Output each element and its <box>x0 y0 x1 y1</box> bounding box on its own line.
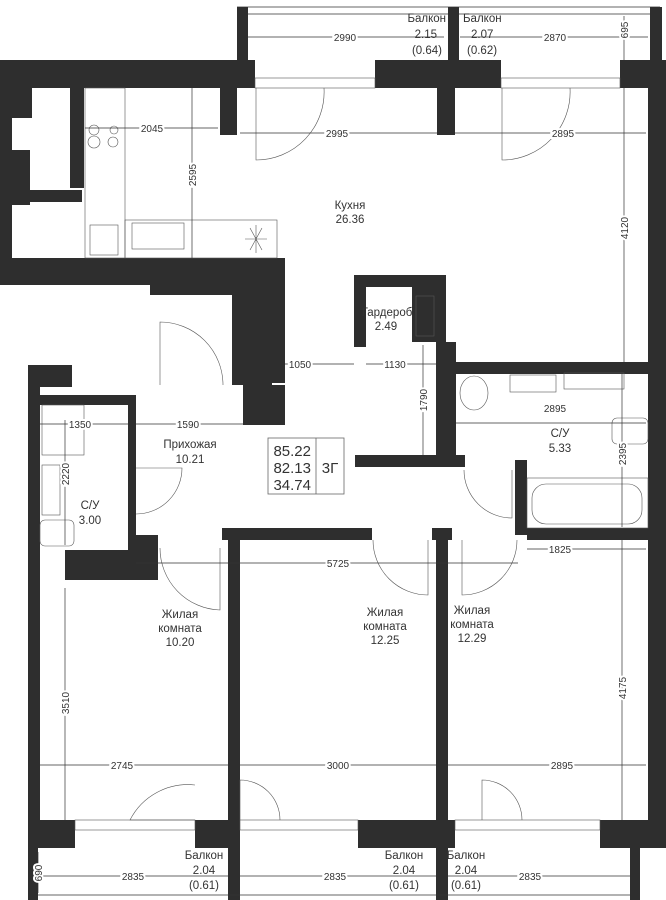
room-area: 12.29 <box>458 633 487 645</box>
room-bathroom-small: С/У 3.00 <box>79 500 101 527</box>
dimension-lines <box>37 16 648 893</box>
dim-label: 2895 <box>544 404 567 415</box>
balcony-bottom-right: Балкон 2.04 (0.61) <box>447 850 486 892</box>
dim-label: 2870 <box>544 33 567 44</box>
dimension-labels: 2990 2870 695 2045 2995 2895 2595 4120 1… <box>32 19 633 885</box>
room-area: 26.36 <box>336 214 365 226</box>
room-bedroom-2: Жилая комната 12.25 <box>363 607 407 647</box>
room-name: Жилая <box>454 605 490 617</box>
living-area: 34.74 <box>273 477 311 494</box>
balcony-reduced-area: (0.61) <box>389 880 419 892</box>
dim-label: 4175 <box>618 676 629 699</box>
balcony-name: Балкон <box>407 13 446 25</box>
dim-label: 2995 <box>326 129 349 140</box>
room-wardrobe: Гардероб 2.49 <box>362 307 413 333</box>
windows <box>74 77 621 831</box>
dim-label: 1590 <box>177 420 200 431</box>
room-hallway: Прихожая 10.21 <box>163 439 216 466</box>
dim-label: 1790 <box>419 388 430 411</box>
balcony-reduced-area: (0.61) <box>451 880 481 892</box>
dim-label: 1825 <box>549 545 572 556</box>
dim-label: 2895 <box>551 761 574 772</box>
fixtures <box>39 87 649 547</box>
dim-label: 1050 <box>289 360 312 371</box>
room-kitchen: Кухня 26.36 <box>335 200 366 226</box>
room-name: комната <box>158 623 202 635</box>
balcony-reduced-area: (0.64) <box>412 45 442 57</box>
balcony-area: 2.04 <box>455 865 478 877</box>
balcony-name: Балкон <box>463 13 502 25</box>
balcony-area: 2.04 <box>393 865 416 877</box>
apartment-type: 3Г <box>322 460 338 477</box>
dim-label: 2395 <box>618 442 629 465</box>
dim-label: 2895 <box>552 129 575 140</box>
area-summary-box: 85.22 82.13 34.74 3Г <box>267 437 345 495</box>
room-area: 3.00 <box>79 515 101 527</box>
dim-label: 695 <box>620 21 631 38</box>
balcony-bottom-left: Балкон 2.04 (0.61) <box>185 850 224 892</box>
total-area: 85.22 <box>273 443 311 460</box>
balcony-area: 2.15 <box>415 29 437 41</box>
room-name: комната <box>450 619 494 631</box>
dim-label: 2220 <box>61 462 72 485</box>
balcony-name: Балкон <box>447 850 486 862</box>
dim-label: 3000 <box>327 761 350 772</box>
room-name: Гардероб <box>362 307 413 319</box>
room-area: 5.33 <box>549 443 571 455</box>
balcony-labels: Балкон 2.15 (0.64) Балкон 2.07 (0.62) Ба… <box>185 13 502 892</box>
room-area: 12.25 <box>371 635 400 647</box>
dim-label: 2835 <box>122 872 145 883</box>
balcony-reduced-area: (0.61) <box>189 880 219 892</box>
room-name: С/У <box>81 500 101 512</box>
balcony-top-right: Балкон 2.07 (0.62) <box>463 13 502 57</box>
balcony-name: Балкон <box>385 850 424 862</box>
dim-label: 2595 <box>188 163 199 186</box>
room-name: комната <box>363 621 407 633</box>
dim-label: 5725 <box>327 559 350 570</box>
walls <box>0 60 666 848</box>
bottom-balconies-frame <box>28 848 640 900</box>
dim-label: 2835 <box>324 872 347 883</box>
dim-label: 4120 <box>620 216 631 239</box>
dim-label: 3510 <box>61 691 72 714</box>
dim-label: 2835 <box>519 872 542 883</box>
balcony-name: Балкон <box>185 850 224 862</box>
room-bathroom-large: С/У 5.33 <box>549 428 571 455</box>
room-area: 10.21 <box>176 454 205 466</box>
room-area: 10.20 <box>166 637 195 649</box>
balcony-area: 2.07 <box>471 29 493 41</box>
room-bedroom-1: Жилая комната 10.20 <box>158 609 202 649</box>
doors <box>129 87 571 821</box>
room-name: Жилая <box>367 607 403 619</box>
room-labels: Кухня 26.36 Гардероб 2.49 Прихожая 10.21… <box>79 200 571 649</box>
dim-label: 2745 <box>111 761 134 772</box>
room-name: С/У <box>551 428 571 440</box>
room-name: Прихожая <box>163 439 216 451</box>
room-name: Жилая <box>162 609 198 621</box>
dim-label: 690 <box>34 864 45 881</box>
balcony-area: 2.04 <box>193 865 216 877</box>
dim-label: 1130 <box>384 360 406 371</box>
dim-label: 2045 <box>141 124 164 135</box>
room-bedroom-3: Жилая комната 12.29 <box>450 605 494 645</box>
balcony-top-left: Балкон 2.15 (0.64) <box>407 13 446 57</box>
dim-label: 2990 <box>334 33 357 44</box>
area-without-balconies: 82.13 <box>273 460 311 477</box>
balcony-reduced-area: (0.62) <box>467 45 497 57</box>
room-area: 2.49 <box>375 321 397 333</box>
top-balconies-frame <box>237 6 662 60</box>
dim-label: 1350 <box>69 420 92 431</box>
balcony-bottom-middle: Балкон 2.04 (0.61) <box>385 850 424 892</box>
room-name: Кухня <box>335 200 366 212</box>
